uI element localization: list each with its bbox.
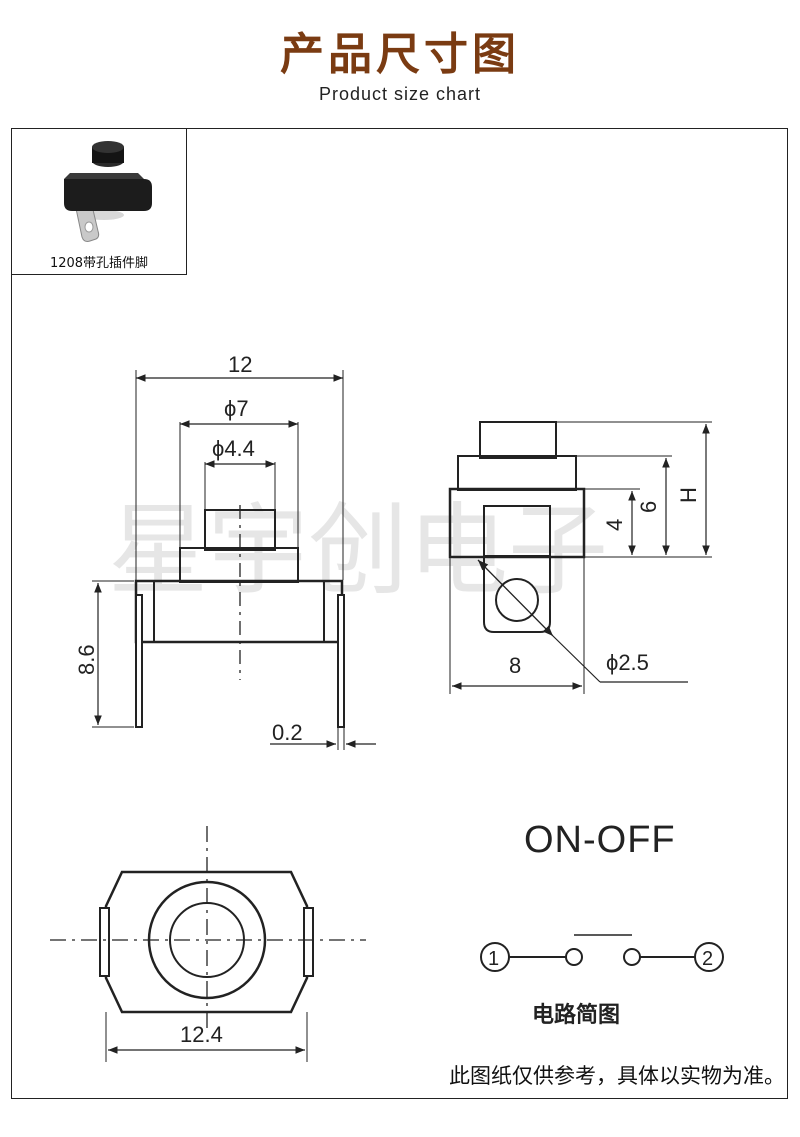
side-four-label: 4: [602, 519, 627, 531]
side-six-label: 6: [636, 501, 661, 513]
thumbnail-caption: 1208带孔插件脚: [49, 256, 149, 271]
watermark-text: 星宇创电子: [108, 492, 608, 609]
switch-mode-label: ON-OFF: [524, 819, 676, 861]
terminal-1-label: 1: [488, 948, 499, 970]
terminal-2-label: 2: [702, 948, 713, 970]
bottom-view: [50, 826, 366, 1062]
front-diameter-inner-label: ϕ4.4: [212, 436, 255, 461]
circuit-diagram: [480, 934, 724, 972]
hole-diameter-label: ϕ2.5: [606, 650, 649, 675]
switch-photo-icon: [64, 141, 152, 242]
front-width-label: 12: [228, 352, 252, 377]
page-subtitle: Product size chart: [318, 84, 482, 104]
page-title: 产品尺寸图: [280, 29, 520, 80]
front-height-label: 8.6: [74, 644, 99, 675]
side-h-label: H: [676, 487, 701, 503]
front-diameter-outer-label: ϕ7: [224, 396, 249, 421]
pin-thickness-label: 0.2: [272, 720, 303, 745]
circuit-caption: 电路简图: [532, 1002, 620, 1028]
drawing-frame: [11, 128, 788, 1099]
side-view: [448, 421, 712, 694]
side-width-label: 8: [509, 653, 521, 678]
disclaimer-note: 此图纸仅供参考，具体以实物为准。: [449, 1064, 785, 1088]
product-thumbnail: 1208带孔插件脚: [11, 128, 187, 275]
front-view: [92, 370, 376, 750]
bottom-width-label: 12.4: [180, 1022, 223, 1047]
